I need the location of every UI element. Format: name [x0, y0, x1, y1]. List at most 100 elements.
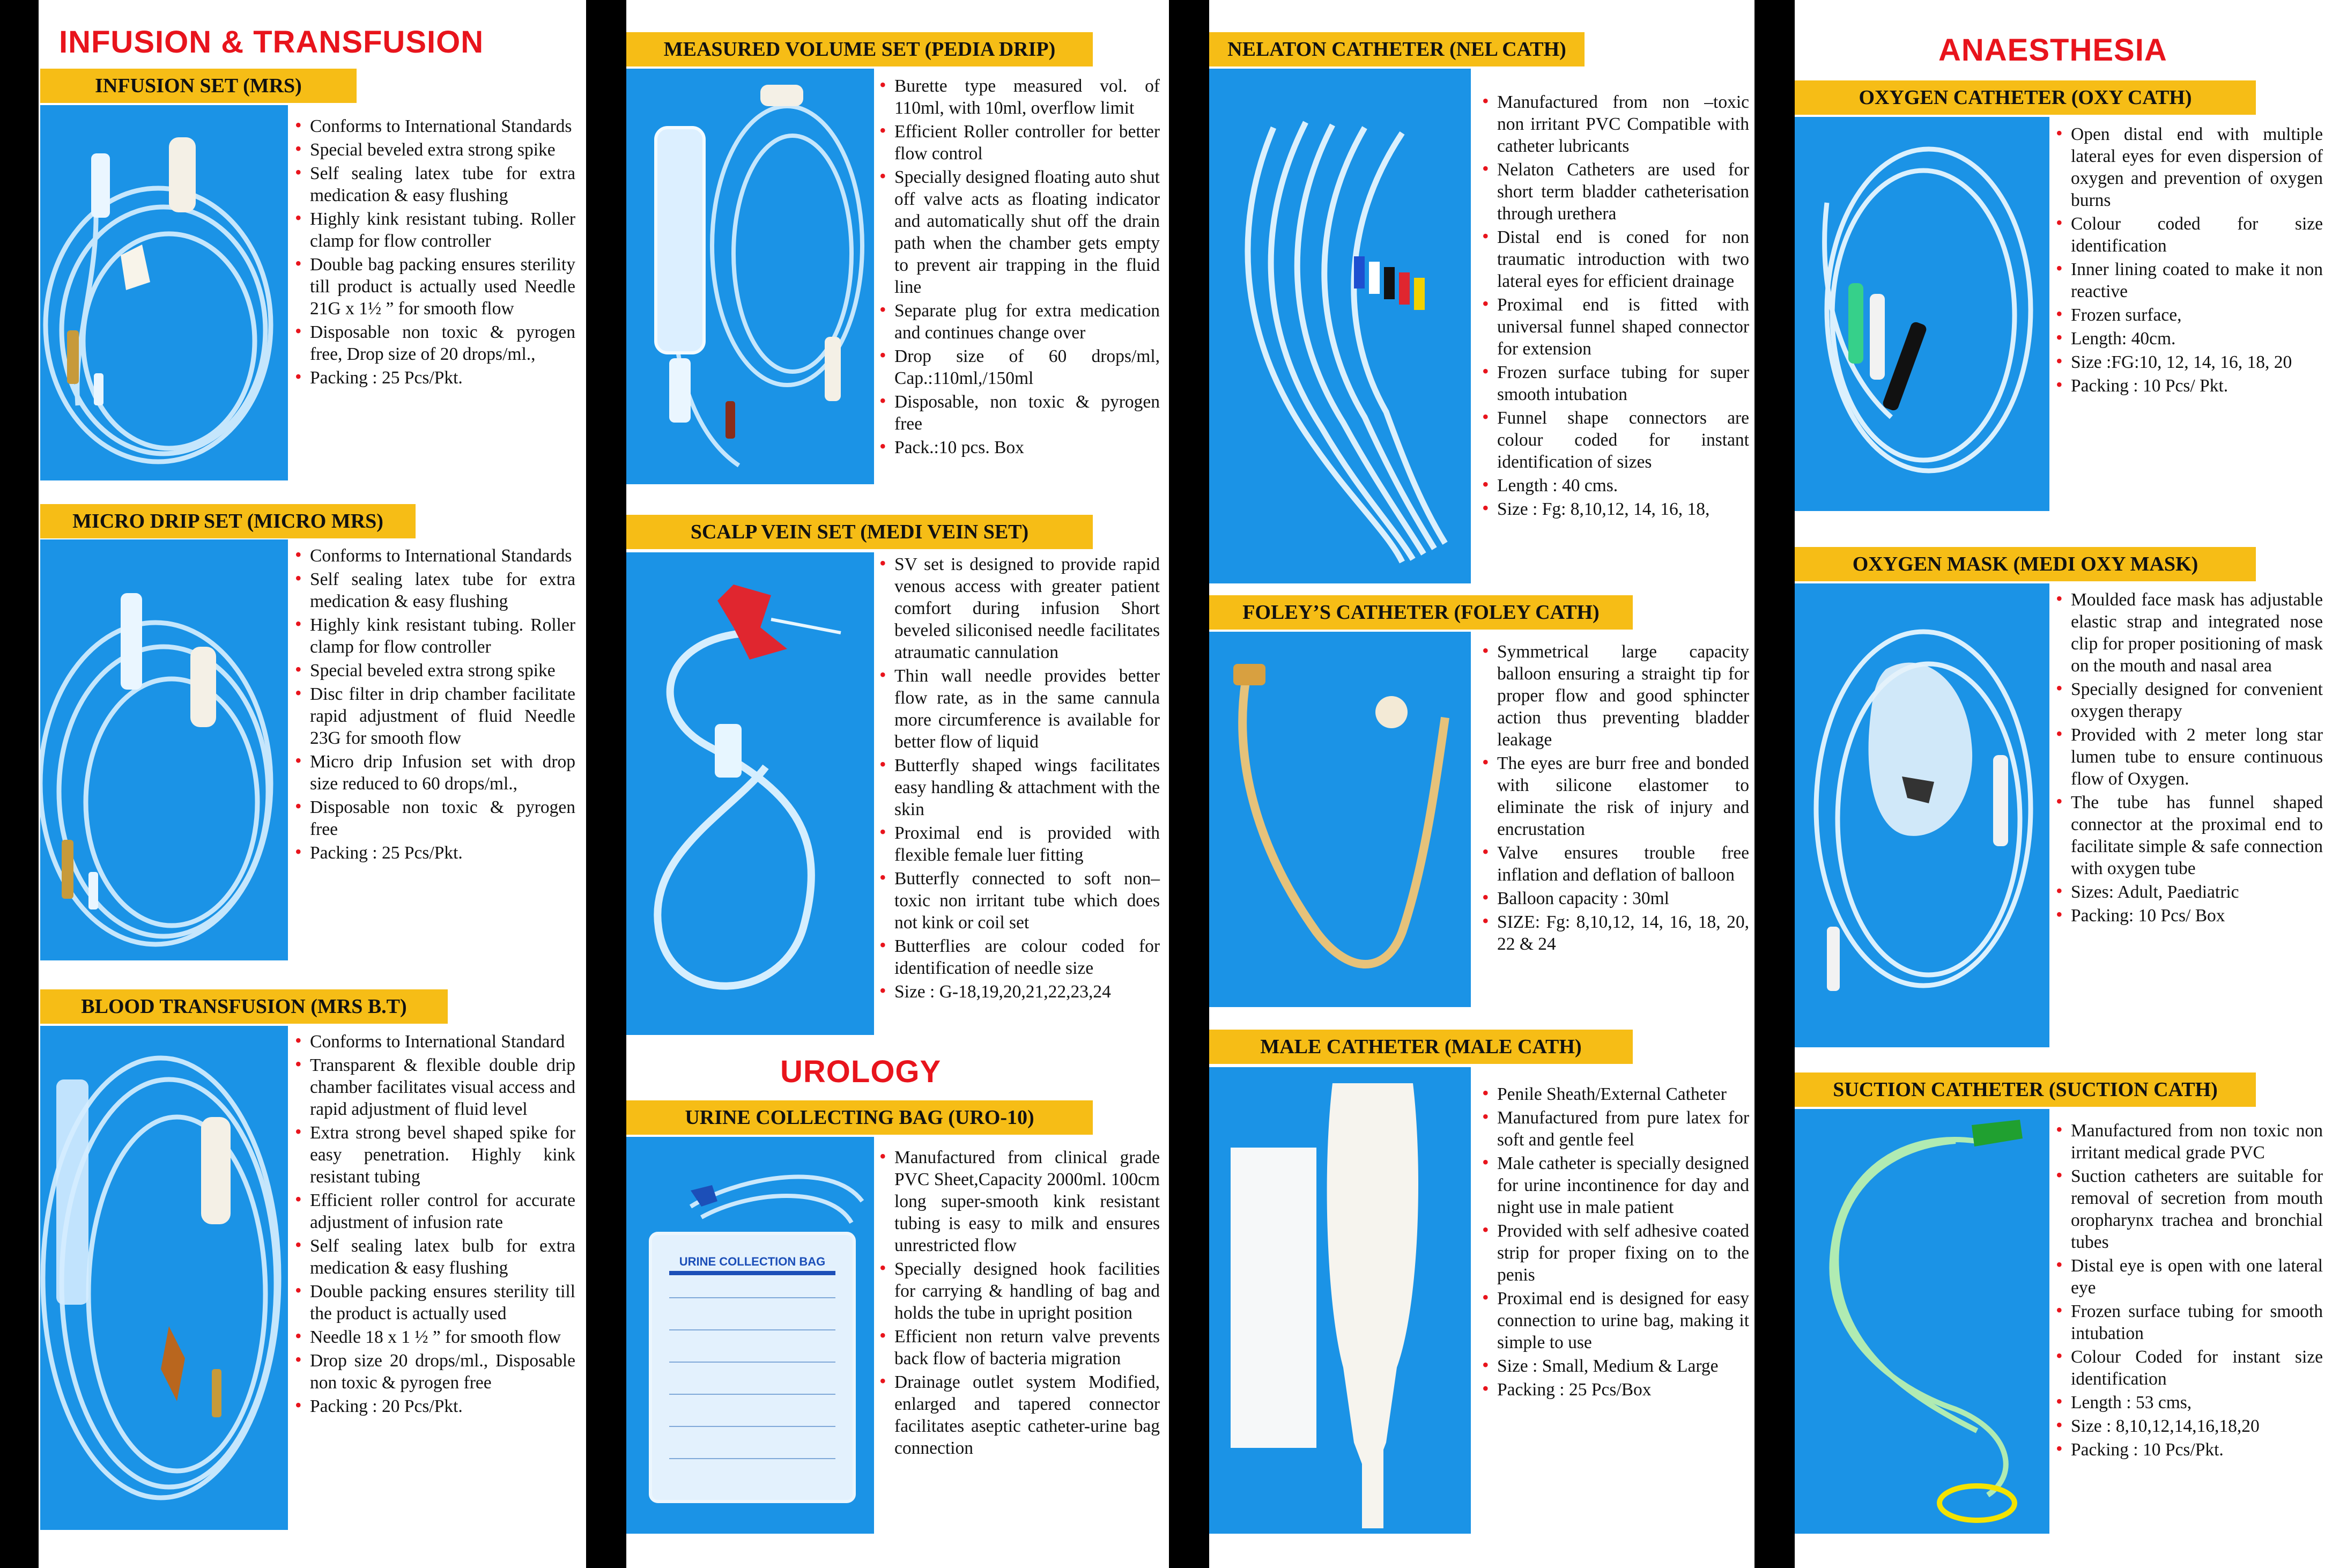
- feature-item: Size : 8,10,12,14,16,18,20: [2055, 1414, 2323, 1437]
- feature-item: Size :FG:10, 12, 14, 16, 18, 20: [2055, 350, 2323, 373]
- infusion-set-features: Conforms to International Standards Spec…: [294, 114, 575, 390]
- infusion-set-illustration: [43, 137, 273, 464]
- feature-item: Packing : 10 Pcs/ Pkt.: [2055, 374, 2323, 397]
- feature-item: Disposable non toxic & pyrogen free: [294, 795, 575, 840]
- feature-item: Proximal end is designed for easy connec…: [1481, 1286, 1749, 1353]
- feature-item: Distal eye is open with one lateral eye: [2055, 1254, 2323, 1299]
- blood-transfusion-features: Conforms to International Standard Trans…: [294, 1030, 575, 1419]
- micro-drip-illustration: [40, 593, 273, 947]
- urine-bag-illustration: URINE COLLECTION BAG: [649, 1174, 864, 1503]
- micro-drip-title: MICRO DRIP SET (MICRO MRS): [40, 504, 416, 538]
- oxygen-mask-features: Moulded face mask has adjustable elastic…: [2055, 588, 2323, 928]
- feature-item: Manufactured from non –toxic non irritan…: [1481, 90, 1749, 157]
- feature-item: Conforms to International Standards: [294, 114, 575, 137]
- feature-item: Butterflies are colour coded for identif…: [878, 934, 1160, 979]
- feature-item: Disposable, non toxic & pyrogen free: [878, 390, 1160, 435]
- feature-item: Double packing ensures sterility till th…: [294, 1279, 575, 1325]
- feature-item: Inner lining coated to make it non react…: [2055, 257, 2323, 302]
- male-catheter-features: Penile Sheath/External Catheter Manufact…: [1481, 1082, 1749, 1402]
- feature-item: Pack.:10 pcs. Box: [878, 435, 1160, 458]
- foley-features: Symmetrical large capacity balloon ensur…: [1481, 640, 1749, 957]
- feature-item: Male catheter is specially designed for …: [1481, 1151, 1749, 1218]
- feature-item: Length : 53 cms,: [2055, 1391, 2323, 1414]
- urine-bag-features: Manufactured from clinical grade PVC She…: [878, 1145, 1160, 1461]
- feature-item: Butterfly shaped wings facilitates easy …: [878, 753, 1160, 820]
- suction-catheter-title: SUCTION CATHETER (SUCTION CATH): [1795, 1073, 2256, 1107]
- feature-item: Balloon capacity : 30ml: [1481, 886, 1749, 909]
- feature-item: Needle 18 x 1 ½ ” for smooth flow: [294, 1325, 575, 1348]
- divider-1: [586, 0, 626, 1568]
- feature-item: Packing : 10 Pcs/Pkt.: [2055, 1438, 2323, 1461]
- divider-left-edge: [0, 0, 39, 1568]
- feature-item: Symmetrical large capacity balloon ensur…: [1481, 640, 1749, 751]
- divider-2: [1169, 0, 1209, 1568]
- feature-item: Self sealing latex tube for extra medica…: [294, 161, 575, 206]
- nelaton-features: Manufactured from non –toxic non irritan…: [1481, 90, 1749, 522]
- feature-item: Extra strong bevel shaped spike for easy…: [294, 1121, 575, 1188]
- feature-item: SV set is designed to provide rapid veno…: [878, 552, 1160, 663]
- feature-item: Disposable non toxic & pyrogen free, Dro…: [294, 320, 575, 365]
- feature-item: Disc filter in drip chamber facilitate r…: [294, 682, 575, 749]
- feature-item: Highly kink resistant tubing. Roller cla…: [294, 207, 575, 252]
- feature-item: Size : Fg: 8,10,12, 14, 16, 18,: [1481, 497, 1749, 520]
- feature-item: Size : Small, Medium & Large: [1481, 1354, 1749, 1377]
- feature-item: Valve ensures trouble free inflation and…: [1481, 841, 1749, 886]
- feature-item: Frozen surface,: [2055, 303, 2323, 326]
- feature-item: Proximal end is provided with flexible f…: [878, 821, 1160, 866]
- feature-item: Colour Coded for instant size identifica…: [2055, 1345, 2323, 1390]
- infusion-set-title: INFUSION SET (MRS): [40, 69, 357, 103]
- feature-item: Transparent & flexible double drip chamb…: [294, 1053, 575, 1120]
- suction-catheter-illustration: [1829, 1120, 2023, 1523]
- category-urology: UROLOGY: [780, 1054, 942, 1089]
- urine-bag-label: URINE COLLECTION BAG: [679, 1255, 826, 1268]
- feature-item: Distal end is coned for non traumatic in…: [1481, 225, 1749, 292]
- divider-3: [1754, 0, 1795, 1568]
- feature-item: Length: 40cm.: [2055, 327, 2323, 350]
- micro-drip-image: [40, 539, 288, 960]
- feature-item: Drainage outlet system Modified, enlarge…: [878, 1370, 1160, 1459]
- feature-item: Thin wall needle provides better flow ra…: [878, 664, 1160, 753]
- measured-volume-title: MEASURED VOLUME SET (PEDIA DRIP): [626, 32, 1093, 66]
- feature-item: Double bag packing ensures sterility til…: [294, 253, 575, 320]
- feature-item: Specially designed floating auto shut of…: [878, 165, 1160, 298]
- nelaton-illustration: [1245, 121, 1448, 564]
- feature-item: Funnel shape connectors are colour coded…: [1481, 406, 1749, 473]
- oxygen-catheter-image: [1795, 117, 2049, 511]
- oxygen-mask-illustration: [1813, 629, 2033, 991]
- feature-item: Butterfly connected to soft non–toxic no…: [878, 867, 1160, 934]
- feature-item: Conforms to International Standards: [294, 544, 575, 567]
- feature-item: Proximal end is fitted with universal fu…: [1481, 293, 1749, 360]
- feature-item: Specially designed hook facilities for c…: [878, 1257, 1160, 1324]
- foley-image: [1209, 632, 1471, 1007]
- feature-item: Suction catheters are suitable for remov…: [2055, 1164, 2323, 1253]
- oxygen-mask-title: OXYGEN MASK (MEDI OXY MASK): [1795, 547, 2256, 581]
- feature-item: Manufactured from clinical grade PVC She…: [878, 1145, 1160, 1256]
- feature-item: Sizes: Adult, Paediatric: [2055, 880, 2323, 903]
- oxygen-mask-image: [1795, 583, 2049, 1047]
- feature-item: Packing : 25 Pcs/Box: [1481, 1378, 1749, 1401]
- nelaton-title: NELATON CATHETER (NEL CATH): [1209, 32, 1585, 66]
- feature-item: Efficient roller control for accurate ad…: [294, 1188, 575, 1233]
- feature-item: Length : 40 cms.: [1481, 474, 1749, 497]
- male-catheter-illustration: [1231, 1083, 1418, 1528]
- suction-catheter-image: [1795, 1109, 2049, 1534]
- feature-item: Special beveled extra strong spike: [294, 138, 575, 161]
- scalp-vein-features: SV set is designed to provide rapid veno…: [878, 552, 1160, 1004]
- feature-item: Manufactured from pure latex for soft an…: [1481, 1106, 1749, 1151]
- category-anaesthesia: ANAESTHESIA: [1938, 33, 2167, 68]
- feature-item: Highly kink resistant tubing. Roller cla…: [294, 613, 575, 658]
- measured-volume-illustration: [654, 85, 864, 468]
- blood-transfusion-image: [40, 1026, 288, 1530]
- scalp-vein-illustration: [654, 585, 841, 990]
- feature-item: Provided with 2 meter long star lumen tu…: [2055, 723, 2323, 790]
- blood-transfusion-title: BLOOD TRANSFUSION (MRS B.T): [40, 989, 448, 1024]
- scalp-vein-title: SCALP VEIN SET (MEDI VEIN SET): [626, 515, 1093, 549]
- feature-item: Burette type measured vol. of 110ml, wit…: [878, 74, 1160, 119]
- measured-volume-image: [626, 69, 874, 484]
- foley-title: FOLEY’S CATHETER (FOLEY CATH): [1209, 595, 1633, 630]
- oxygen-catheter-title: OXYGEN CATHETER (OXY CATH): [1795, 80, 2256, 115]
- feature-item: Self sealing latex tube for extra medica…: [294, 567, 575, 612]
- nelaton-image: [1209, 69, 1471, 583]
- feature-item: Packing : 20 Pcs/Pkt.: [294, 1394, 575, 1417]
- infusion-set-image: [40, 105, 288, 480]
